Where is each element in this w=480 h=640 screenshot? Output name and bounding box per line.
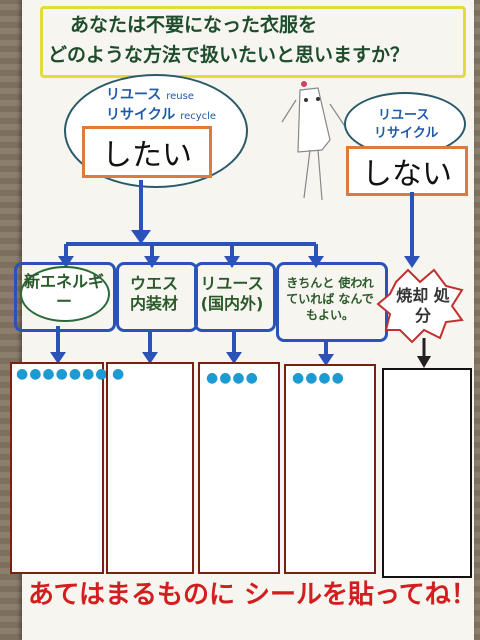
sticker-dots-3: ●●●● — [206, 370, 259, 386]
sticker-area-5[interactable] — [382, 368, 472, 578]
no-answer-text: しない — [362, 157, 452, 192]
category-new-energy: 新エネルギー — [23, 272, 104, 311]
category-anything-ok: きちんと 使われていれば なんでもよい。 — [286, 276, 374, 322]
question-line-1: あなたは不要になった衣服を — [70, 14, 318, 36]
category-frame-reuse — [194, 262, 276, 332]
yes-answer-box: したい — [82, 126, 212, 178]
category-incineration: 焼却 処分 — [396, 286, 450, 325]
yes-reuse-label: リユース reuse — [106, 87, 194, 103]
yes-recycle-label: リサイクル recycle — [106, 107, 217, 123]
sticker-dots-2: ● — [112, 366, 126, 382]
no-recycle-label: リサイクル — [374, 126, 439, 141]
question-line-2: どのような方法で扱いたいと思いますか？ — [48, 44, 410, 66]
question-box — [40, 6, 466, 78]
category-frame-new-energy — [14, 262, 116, 332]
sticker-dots-4: ●●●● — [292, 370, 345, 386]
footer-instruction: あてはまるものに シールを貼ってね！ — [28, 580, 477, 610]
category-waste-interior: ウエス 内装材 — [129, 274, 178, 313]
no-cloud — [344, 92, 466, 156]
sticker-area-3[interactable] — [198, 362, 280, 574]
no-answer-box: しない — [346, 146, 468, 196]
yes-answer-text: したい — [102, 138, 192, 173]
sticker-area-1[interactable] — [10, 362, 104, 574]
sticker-dots-1: ●●●●●●● — [16, 366, 109, 382]
no-reuse-label: リユース — [378, 108, 430, 123]
sticker-area-4[interactable] — [284, 364, 376, 574]
new-energy-oval — [20, 266, 110, 322]
sticker-area-2[interactable] — [106, 362, 194, 574]
category-reuse-domestic: リユース (国内外) — [200, 274, 264, 313]
